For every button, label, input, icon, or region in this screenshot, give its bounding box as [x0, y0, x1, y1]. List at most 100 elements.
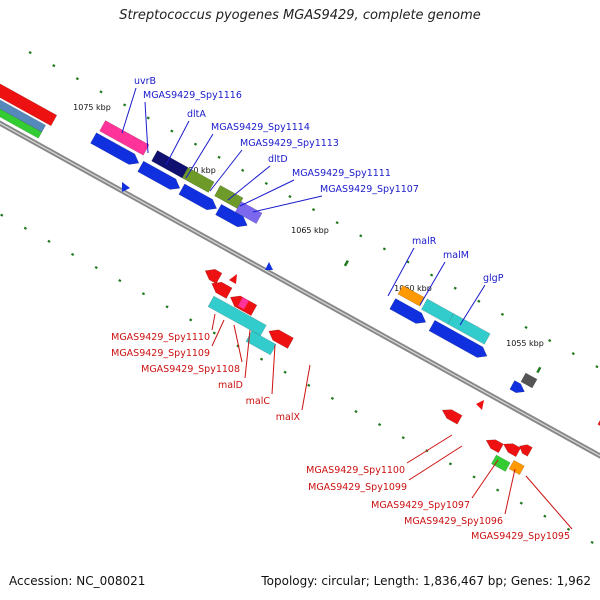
- gc-track-tick: [146, 116, 150, 120]
- gene-marker: [122, 182, 130, 192]
- gene-label-reverse: MGAS9429_Spy1108: [141, 364, 240, 375]
- gene-label-reverse: malD: [218, 380, 243, 391]
- gc-track-tick: [288, 194, 292, 199]
- gene-feature-forward: [0, 108, 43, 139]
- gene-label-forward: dltD: [268, 154, 288, 165]
- gc-track-tick: [543, 514, 547, 518]
- gene-label-reverse: MGAS9429_Spy1096: [404, 516, 503, 527]
- gc-track-tick: [354, 409, 358, 414]
- gc-track-tick: [212, 331, 216, 335]
- gc-track-tick: [118, 279, 122, 283]
- gene-feature-reverse: [211, 281, 233, 299]
- gene-feature-reverse: [207, 295, 267, 337]
- gene-leader-line: [459, 284, 486, 326]
- gc-track-tick: [359, 234, 363, 238]
- gc-track-tick: [189, 318, 193, 322]
- gene-label-reverse: MGAS9429_Spy1109: [111, 348, 210, 359]
- gene-feature-forward: [137, 160, 181, 190]
- gc-track-tick: [47, 239, 51, 243]
- gene-leader-line: [165, 120, 190, 166]
- gene-label-forward: uvrB: [134, 76, 156, 87]
- genome-backbone-highlight: [0, 122, 600, 457]
- accession-label: Accession: NC_008021: [9, 574, 146, 588]
- gene-feature-forward: [178, 183, 218, 211]
- gene-feature-reverse: [441, 409, 463, 425]
- gc-track-tick: [500, 312, 505, 316]
- gene-leader-line: [271, 344, 276, 395]
- gene-leader-line: [185, 133, 214, 179]
- gene-feature-reverse: [519, 444, 533, 457]
- gene-leader-line: [252, 195, 323, 213]
- gene-label-reverse: MGAS9429_Spy1100: [306, 465, 405, 476]
- gc-track-tick: [566, 527, 571, 531]
- gene-label-forward: MGAS9429_Spy1116: [143, 90, 242, 101]
- gene-feature-forward: [215, 203, 248, 228]
- gc-track-tick: [401, 436, 405, 440]
- gene-label-forward: dltA: [187, 109, 206, 120]
- gene-label-reverse: malX: [276, 412, 301, 423]
- gene-label-reverse: MGAS9429_Spy1095: [471, 531, 570, 542]
- gc-track-tick: [330, 396, 334, 400]
- gene-feature-reverse: [491, 454, 511, 472]
- gene-feature-forward: [389, 298, 427, 324]
- gene-leader-line: [525, 475, 573, 530]
- gene-feature-forward: [214, 185, 244, 209]
- gc-track-tick: [448, 462, 453, 466]
- gene-feature-reverse: [237, 297, 249, 310]
- gene-leader-line: [504, 468, 516, 515]
- gene-feature-forward: [90, 132, 140, 165]
- gene-label-forward: MGAS9429_Spy1111: [292, 168, 391, 179]
- gc-track-tick: [141, 292, 146, 296]
- gc-track-tick: [241, 168, 245, 172]
- gc-track-tick: [548, 338, 552, 343]
- gene-leader-line: [419, 261, 446, 306]
- gc-track-tick: [477, 299, 481, 303]
- map-title: Streptococcus pyogenes MGAS9429, complet…: [119, 8, 481, 23]
- gene-leader-line: [209, 149, 243, 192]
- gc-track-tick: [0, 213, 4, 217]
- gc-track-tick: [28, 50, 32, 55]
- gene-leader-line: [387, 247, 415, 297]
- gc-track-tick: [193, 142, 198, 146]
- ruler-label: 1070 kbp: [178, 166, 216, 175]
- gc-track-tick: [311, 208, 316, 212]
- gene-feature-forward: [99, 120, 150, 156]
- gc-track-tick: [122, 103, 127, 107]
- gc-track-tick: [170, 129, 174, 133]
- ruler-tick: [536, 366, 542, 374]
- gc-track-tick: [94, 265, 98, 270]
- gene-leader-line: [227, 165, 271, 201]
- gene-feature-forward: [0, 83, 58, 127]
- gc-track-tick: [571, 352, 575, 356]
- gc-track-tick: [472, 475, 476, 479]
- gc-track-tick: [75, 77, 80, 81]
- gene-feature-reverse: [204, 269, 223, 285]
- gene-leader-line: [408, 445, 463, 481]
- gene-feature-forward: [397, 285, 425, 307]
- gc-track-tick: [165, 305, 169, 309]
- gc-track-tick: [377, 423, 382, 427]
- gc-track-tick: [264, 181, 268, 186]
- gene-feature-forward: [181, 167, 215, 193]
- gc-track-tick: [217, 155, 221, 159]
- gc-track-tick: [307, 383, 311, 387]
- gene-label-forward: MGAS9429_Spy1107: [320, 184, 419, 195]
- gene-label-forward: malR: [412, 236, 437, 247]
- gene-feature-forward: [509, 380, 525, 393]
- gene-label-forward: glgP: [483, 273, 504, 284]
- gc-track-tick: [52, 64, 56, 68]
- gene-label-forward: MGAS9429_Spy1113: [240, 138, 339, 149]
- gc-track-tick: [429, 273, 434, 277]
- gene-leader-line: [301, 364, 311, 411]
- gene-label-forward: MGAS9429_Spy1114: [211, 122, 310, 133]
- ruler-label: 1075 kbp: [73, 103, 111, 112]
- gene-leader-line: [406, 434, 453, 464]
- gene-label-forward: malM: [443, 250, 469, 261]
- gene-feature-forward: [520, 372, 538, 389]
- gc-track-tick: [382, 247, 387, 251]
- gene-leader-line: [233, 324, 243, 363]
- ruler-label: 1065 kbp: [291, 226, 329, 235]
- gc-track-tick: [283, 370, 287, 374]
- gene-feature-forward: [447, 313, 491, 345]
